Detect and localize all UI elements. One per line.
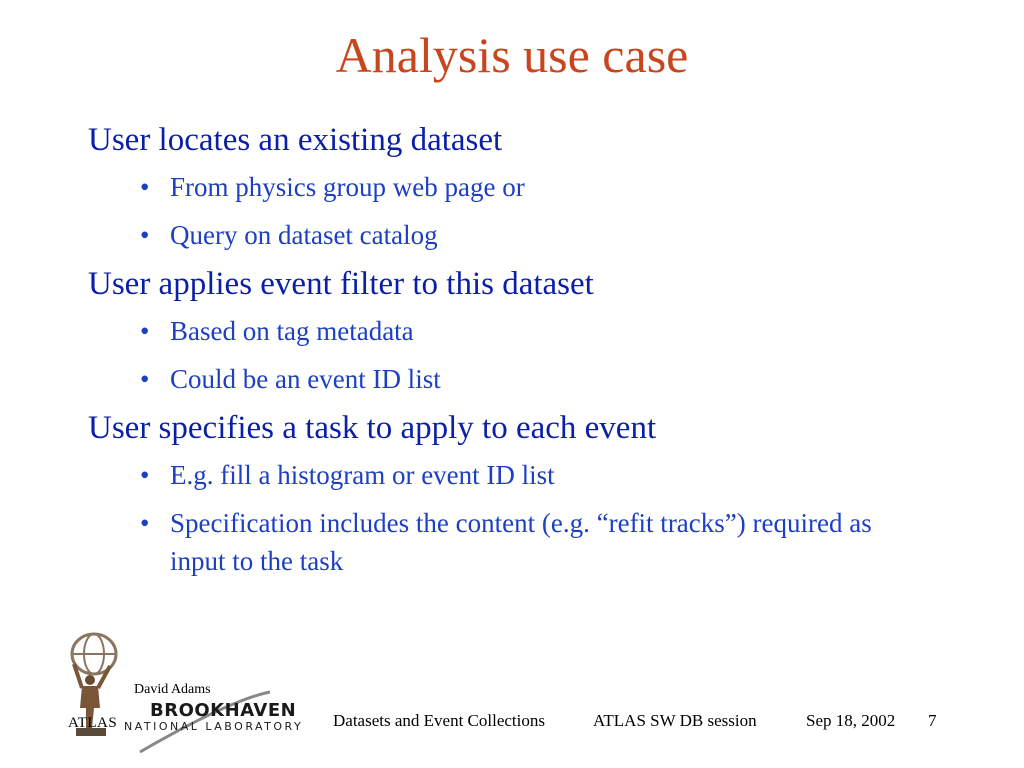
sub-bullet: •Could be an event ID list (88, 360, 988, 398)
sub-bullet: •E.g. fill a histogram or event ID list (88, 456, 988, 494)
bnl-logo-top: BROOKHAVEN (150, 700, 297, 721)
page-number: 7 (928, 711, 937, 730)
bnl-swoosh-icon (139, 690, 271, 754)
slide-content: User locates an existing dataset •From p… (88, 122, 988, 592)
bullet-icon: • (140, 315, 150, 346)
bullet-point-2: User applies event filter to this datase… (88, 265, 594, 302)
slide-footer: David Adams BROOKHAVEN NATIONAL LABORATO… (0, 620, 1024, 768)
atlas-logo-icon (70, 632, 118, 736)
bullet-icon: • (140, 219, 150, 250)
date: Sep 18, 2002 (806, 711, 896, 730)
author-name: David Adams (134, 682, 211, 697)
sub-bullet: •Query on dataset catalog (88, 216, 988, 254)
bullet-icon: • (140, 171, 150, 202)
talk-title: Datasets and Event Collections (333, 711, 545, 730)
bullet-point-3: User specifies a task to apply to each e… (88, 409, 657, 446)
sub-list-2: •Based on tag metadata •Could be an even… (88, 312, 988, 398)
bullet-icon: • (140, 459, 150, 490)
bullet-icon: • (140, 363, 150, 394)
sub-bullet: •Specification includes the content (e.g… (88, 504, 988, 580)
sub-bullet: •Based on tag metadata (88, 312, 988, 350)
bullet-point-1: User locates an existing dataset (88, 122, 503, 158)
sub-bullet: •From physics group web page or (88, 168, 988, 206)
bullet-icon: • (140, 507, 150, 538)
session-name: ATLAS SW DB session (593, 711, 757, 730)
atlas-label: ATLAS (68, 715, 118, 731)
slide-title: Analysis use case (335, 27, 689, 83)
bnl-logo-bottom: NATIONAL LABORATORY (124, 720, 304, 733)
sub-list-1: •From physics group web page or •Query o… (88, 168, 988, 254)
sub-list-3: •E.g. fill a histogram or event ID list … (88, 456, 988, 580)
